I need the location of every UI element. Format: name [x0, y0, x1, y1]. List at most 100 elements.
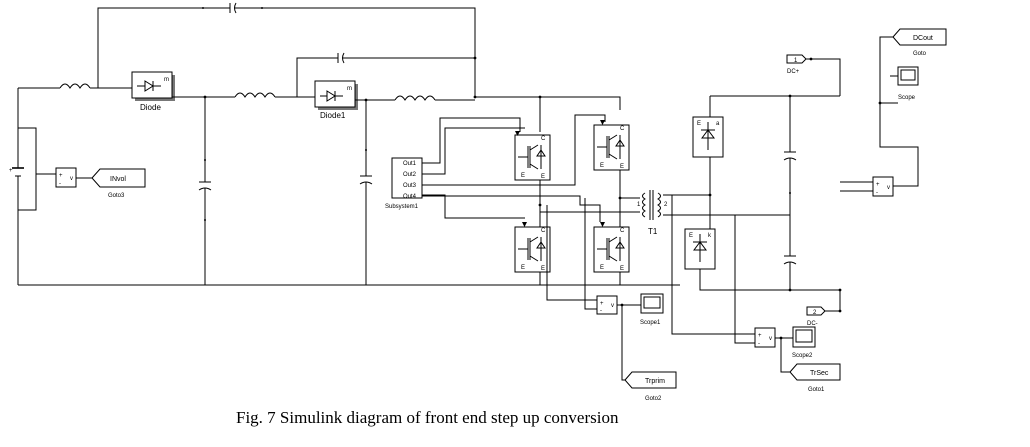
svg-text:E: E [697, 121, 701, 127]
svg-text:2: 2 [813, 310, 817, 316]
diode-label: Diode [140, 103, 161, 112]
svg-text:C: C [541, 136, 546, 142]
dcminus-port: 2 DC- [806, 306, 826, 327]
igbt-2: E C E [593, 120, 630, 171]
svg-text:-: - [876, 190, 878, 196]
svg-text:1: 1 [637, 202, 641, 208]
scope1-label: Scope1 [640, 320, 661, 326]
wire-top-loop-right [240, 7, 476, 97]
goto2-label: Goto2 [645, 396, 662, 402]
svg-text:C: C [620, 126, 625, 132]
wire-dcminus [825, 290, 841, 312]
subsystem1-label: Subsystem1 [385, 204, 419, 210]
svg-text:k: k [708, 233, 712, 239]
svg-text:-: - [600, 308, 602, 314]
wire-dc-bus-top [475, 96, 621, 110]
scope-block: Scope [897, 66, 919, 101]
svg-text:Out2: Out2 [403, 172, 417, 178]
wire-prim-plus [546, 205, 597, 301]
svg-text:Trprim: Trprim [645, 378, 665, 385]
goto3-label: Goto3 [108, 193, 125, 199]
goto2-block: Trprim Goto2 [624, 371, 677, 402]
svg-text:Out4: Out4 [403, 194, 417, 200]
voltage-measurement-dc: + - v [872, 176, 894, 197]
svg-text:v: v [70, 176, 73, 182]
diode1-label: Diode1 [320, 111, 346, 120]
igbt-3: E C E [514, 222, 551, 273]
wire-gate-3 [422, 194, 525, 219]
figure-caption: Fig. 7 Simulink diagram of front end ste… [236, 408, 619, 427]
svg-text:DC-: DC- [807, 321, 818, 327]
svg-text:E: E [600, 163, 604, 169]
svg-text:C: C [620, 228, 625, 234]
svg-text:1: 1 [794, 58, 798, 64]
transformer-label: T1 [648, 227, 658, 236]
svg-text:E: E [521, 173, 525, 179]
goto1-block: TrSec Goto1 [789, 363, 841, 393]
rect-diode-top: E a [692, 116, 724, 158]
igbt-4: E C E [593, 222, 630, 273]
wire-sec-plus [671, 195, 755, 335]
svg-text:E: E [541, 174, 545, 180]
wire-cap2-left [296, 57, 338, 97]
svg-text:+: + [600, 301, 604, 307]
svg-text:E: E [620, 164, 624, 170]
svg-text:E: E [689, 233, 693, 239]
rect-diode-bottom: E k [684, 228, 716, 270]
wire-sec-minus [734, 215, 755, 344]
svg-text:Out1: Out1 [403, 161, 417, 167]
svg-text:DC+: DC+ [787, 69, 800, 75]
wire-top-loop-left [97, 7, 225, 88]
svg-text:a: a [716, 121, 720, 127]
wire-dcplus [806, 58, 841, 96]
wire-prim-minus [584, 198, 597, 310]
capacitor-branch-1 [198, 97, 212, 285]
diode-block: m Diode [131, 71, 175, 112]
svg-text:E: E [541, 266, 545, 272]
goto-label: Goto [913, 51, 927, 57]
svg-text:E: E [620, 266, 624, 272]
scope-label: Scope [898, 95, 916, 101]
svg-text:m: m [347, 86, 352, 92]
svg-text:+: + [9, 168, 13, 174]
inductor-3 [394, 95, 475, 101]
svg-text:+: + [876, 182, 880, 188]
wire-prim-to-goto2 [621, 305, 625, 381]
wire-gate-1b [422, 127, 525, 175]
svg-text:-: - [59, 181, 61, 187]
wire-sec-to-goto1 [780, 338, 790, 373]
voltage-measurement-secondary: + - v [754, 327, 776, 348]
svg-text:v: v [887, 185, 890, 191]
svg-text:m: m [164, 77, 169, 83]
capacitor-mid [337, 52, 477, 64]
diode1-block: m Diode1 [314, 80, 358, 120]
wire-vsensor-left [18, 127, 37, 211]
svg-text:v: v [611, 303, 614, 309]
svg-text:Out3: Out3 [403, 183, 417, 189]
svg-text:DCout: DCout [913, 35, 933, 42]
scope1-block: Scope1 [640, 293, 664, 326]
svg-text:TrSec: TrSec [810, 370, 829, 377]
transformer-t1: 1 2 T1 [637, 190, 668, 236]
svg-text:C: C [541, 228, 546, 234]
dcplus-port: 1 DC+ [786, 54, 807, 75]
goto-dcout-block: DCout Goto [892, 28, 947, 57]
voltage-measurement-invol: + - v [55, 167, 77, 188]
scope2-block: Scope2 [792, 326, 816, 359]
igbt-1: E C E [514, 131, 551, 181]
wire-vm-to-scope [879, 102, 919, 187]
svg-text:INvol: INvol [110, 176, 126, 183]
inductor-1 [59, 83, 133, 89]
svg-text:E: E [521, 265, 525, 271]
capacitor-branch-2 [359, 100, 373, 285]
dc-source: + [9, 88, 24, 285]
wire-gate-2 [422, 114, 606, 186]
wire-gate-1 [422, 117, 521, 164]
subsystem1-block: Out1 Out2 Out3 Out4 Subsystem1 [385, 157, 423, 210]
svg-text:-: - [758, 341, 760, 347]
wire-rect-bottom-rail [699, 269, 840, 291]
wire-vm-to-goto [879, 36, 893, 103]
svg-text:2: 2 [664, 202, 668, 208]
svg-text:E: E [600, 265, 604, 271]
